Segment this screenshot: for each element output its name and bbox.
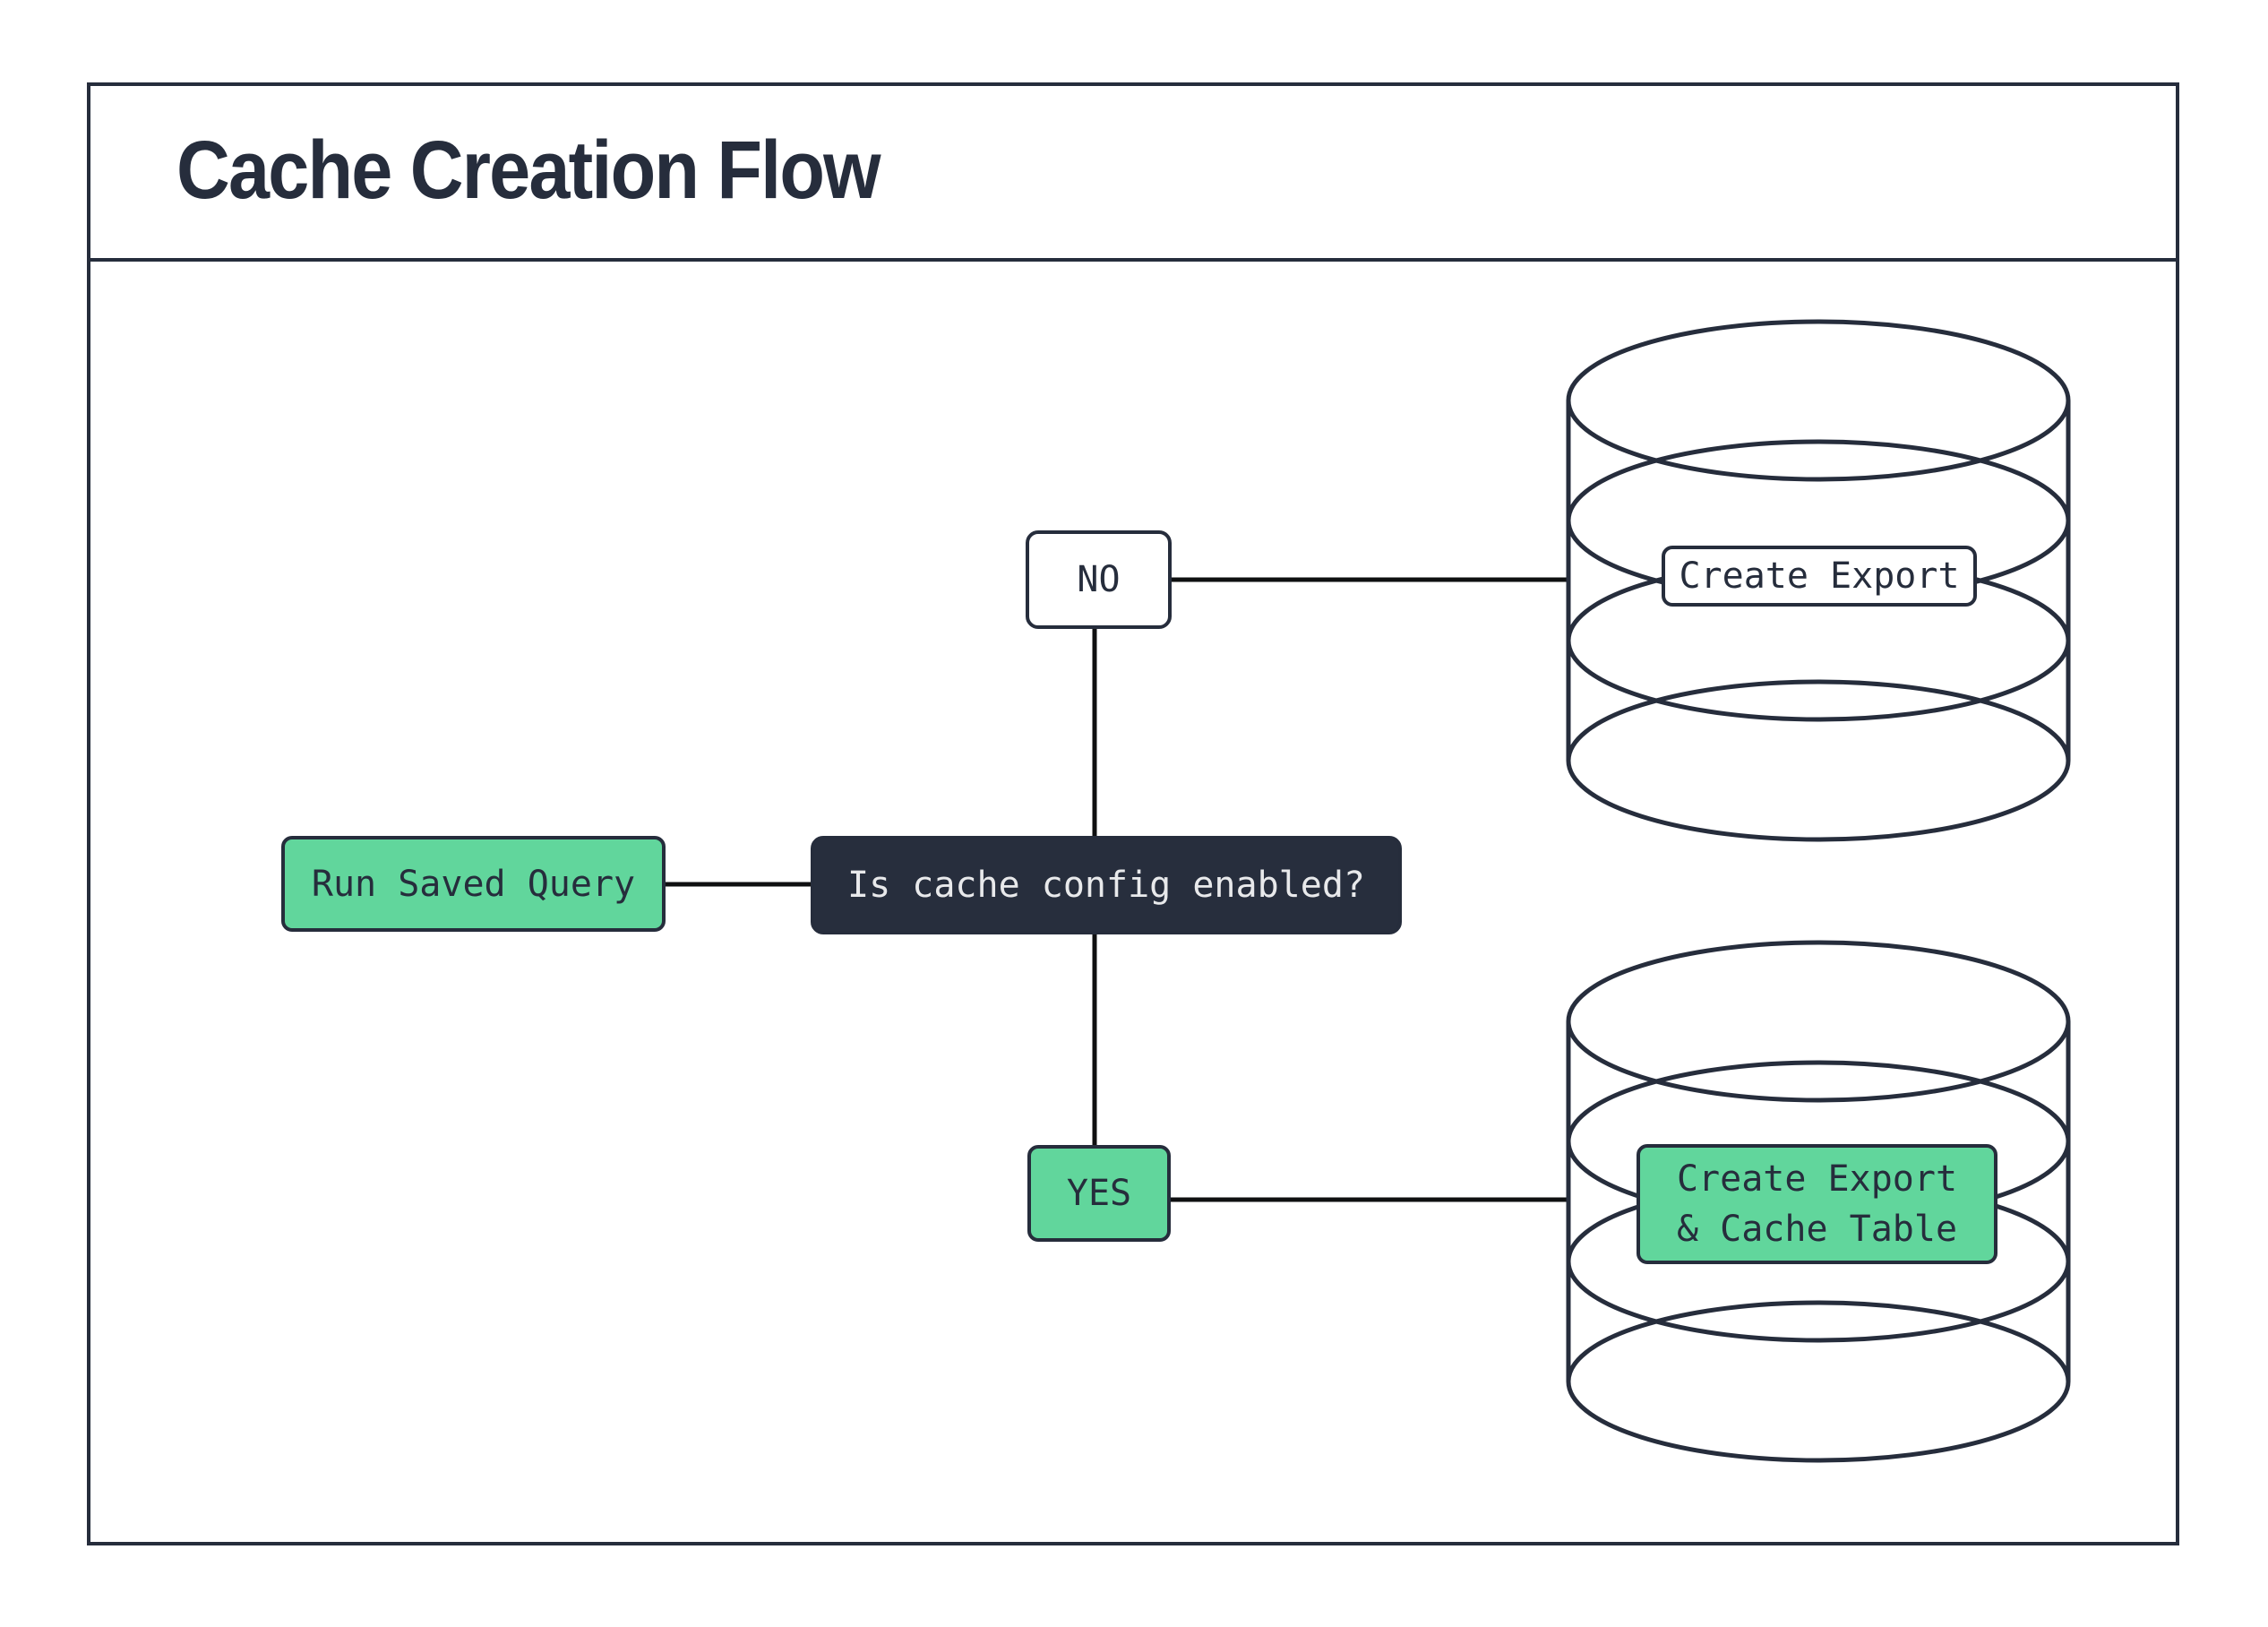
edge-lines [666,577,1569,1202]
node-create-export-cache-table: Create Export & Cache Table [1637,1144,1997,1264]
node-create-export: Create Export [1662,546,1977,607]
node-create-export-label: Create Export [1679,555,1960,597]
node-decision-cache-config: Is cache config enabled? [811,836,1402,934]
page-title: Cache Creation Flow [176,124,881,216]
diagram-header: Cache Creation Flow [87,82,2179,262]
node-branch-no-label: NO [1077,559,1121,600]
node-create-export-cache-table-line1: Create Export [1676,1158,1958,1200]
node-branch-no: NO [1026,530,1172,629]
node-branch-yes: YES [1027,1145,1171,1242]
node-branch-yes-label: YES [1066,1173,1132,1214]
node-run-saved-query: Run Saved Query [281,836,666,932]
node-create-export-cache-table-line2: & Cache Table [1676,1209,1958,1250]
node-run-saved-query-label: Run Saved Query [311,863,636,905]
node-decision-label: Is cache config enabled? [847,865,1365,906]
